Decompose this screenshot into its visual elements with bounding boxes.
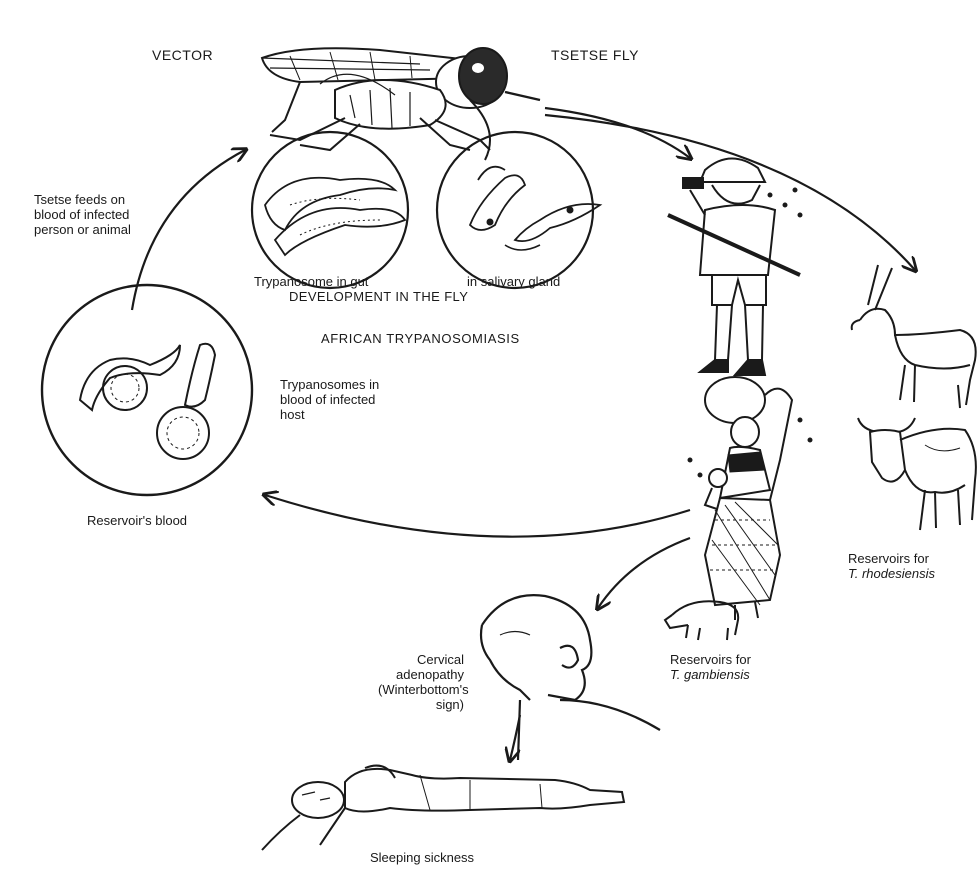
- rhodesiensis-prefix: Reservoirs for: [848, 551, 930, 566]
- salivary-gland-circle: [437, 132, 600, 288]
- rhodesiensis-species: T. rhodesiensis: [848, 566, 935, 581]
- diagram-title: AFRICAN TRYPANOSOMIASIS: [321, 331, 520, 346]
- arrow-woman-to-blood: [265, 495, 690, 537]
- pig-illustration: [665, 601, 738, 640]
- tsetse-feeds-label: Tsetse feeds on blood of infected person…: [34, 192, 136, 237]
- gut-label: Trypanosome in gut: [254, 274, 369, 289]
- child-head-illustration: [481, 595, 660, 760]
- vector-label: VECTOR: [152, 47, 213, 63]
- cattle-illustration: [858, 418, 976, 530]
- sleeping-person-illustration: [262, 766, 624, 850]
- development-label: DEVELOPMENT IN THE FLY: [289, 289, 468, 304]
- cervical-adenopathy-label: Cervical adenopathy (Winterbottom's sign…: [378, 652, 464, 712]
- tsetse-fly-label: TSETSE FLY: [551, 47, 639, 63]
- reservoir-blood-label: Reservoir's blood: [87, 513, 187, 528]
- sleeping-sickness-label: Sleeping sickness: [370, 850, 475, 865]
- woman-illustration: [689, 377, 812, 620]
- gambiensis-prefix: Reservoirs for: [670, 652, 752, 667]
- reservoir-blood-circle: [42, 285, 252, 495]
- hunter-illustration: [668, 158, 802, 375]
- antelope-illustration: [852, 265, 976, 408]
- arrow-woman-to-child: [598, 538, 690, 608]
- tsetse-fly-illustration: [262, 48, 540, 160]
- gambiensis-species: T. gambiensis: [670, 667, 750, 682]
- cycle-arrows: [132, 108, 915, 760]
- host-blood-label: Trypanosomes in blood of infected host: [280, 377, 398, 422]
- salivary-gland-label: in salivary gland: [467, 274, 560, 289]
- gut-development-circle: [252, 132, 408, 288]
